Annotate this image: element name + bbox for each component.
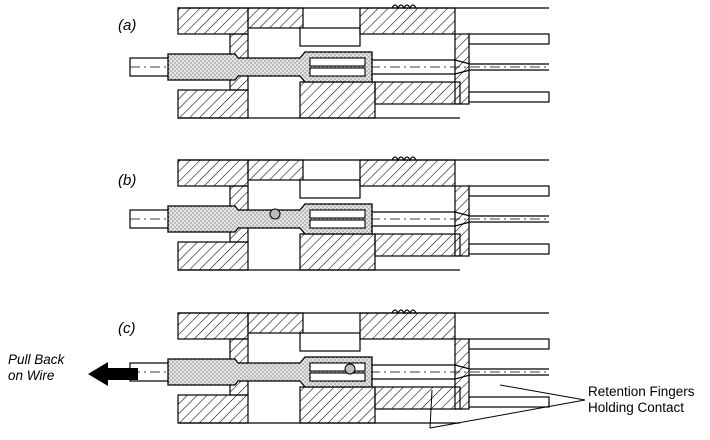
retention-line-1: Retention Fingers [588, 384, 695, 399]
panel-label-a: (a) [118, 17, 137, 34]
panel-c-drawing [129, 309, 551, 424]
retention-leader-lines [429, 384, 586, 429]
panel-label-b: (b) [118, 172, 137, 189]
pull-back-line-2: on Wire [8, 368, 55, 384]
panel-a-drawing [129, 4, 551, 119]
pull-back-line-1: Pull Back [8, 352, 65, 367]
pull-back-callout: Pull Back on Wire [8, 352, 64, 384]
retention-line-2: Holding Contact [588, 400, 685, 416]
pull-back-arrow [88, 362, 138, 386]
panel-label-c: (c) [118, 320, 136, 337]
retention-callout: Retention Fingers Holding Contact [588, 384, 695, 416]
panel-b-drawing [129, 156, 551, 271]
